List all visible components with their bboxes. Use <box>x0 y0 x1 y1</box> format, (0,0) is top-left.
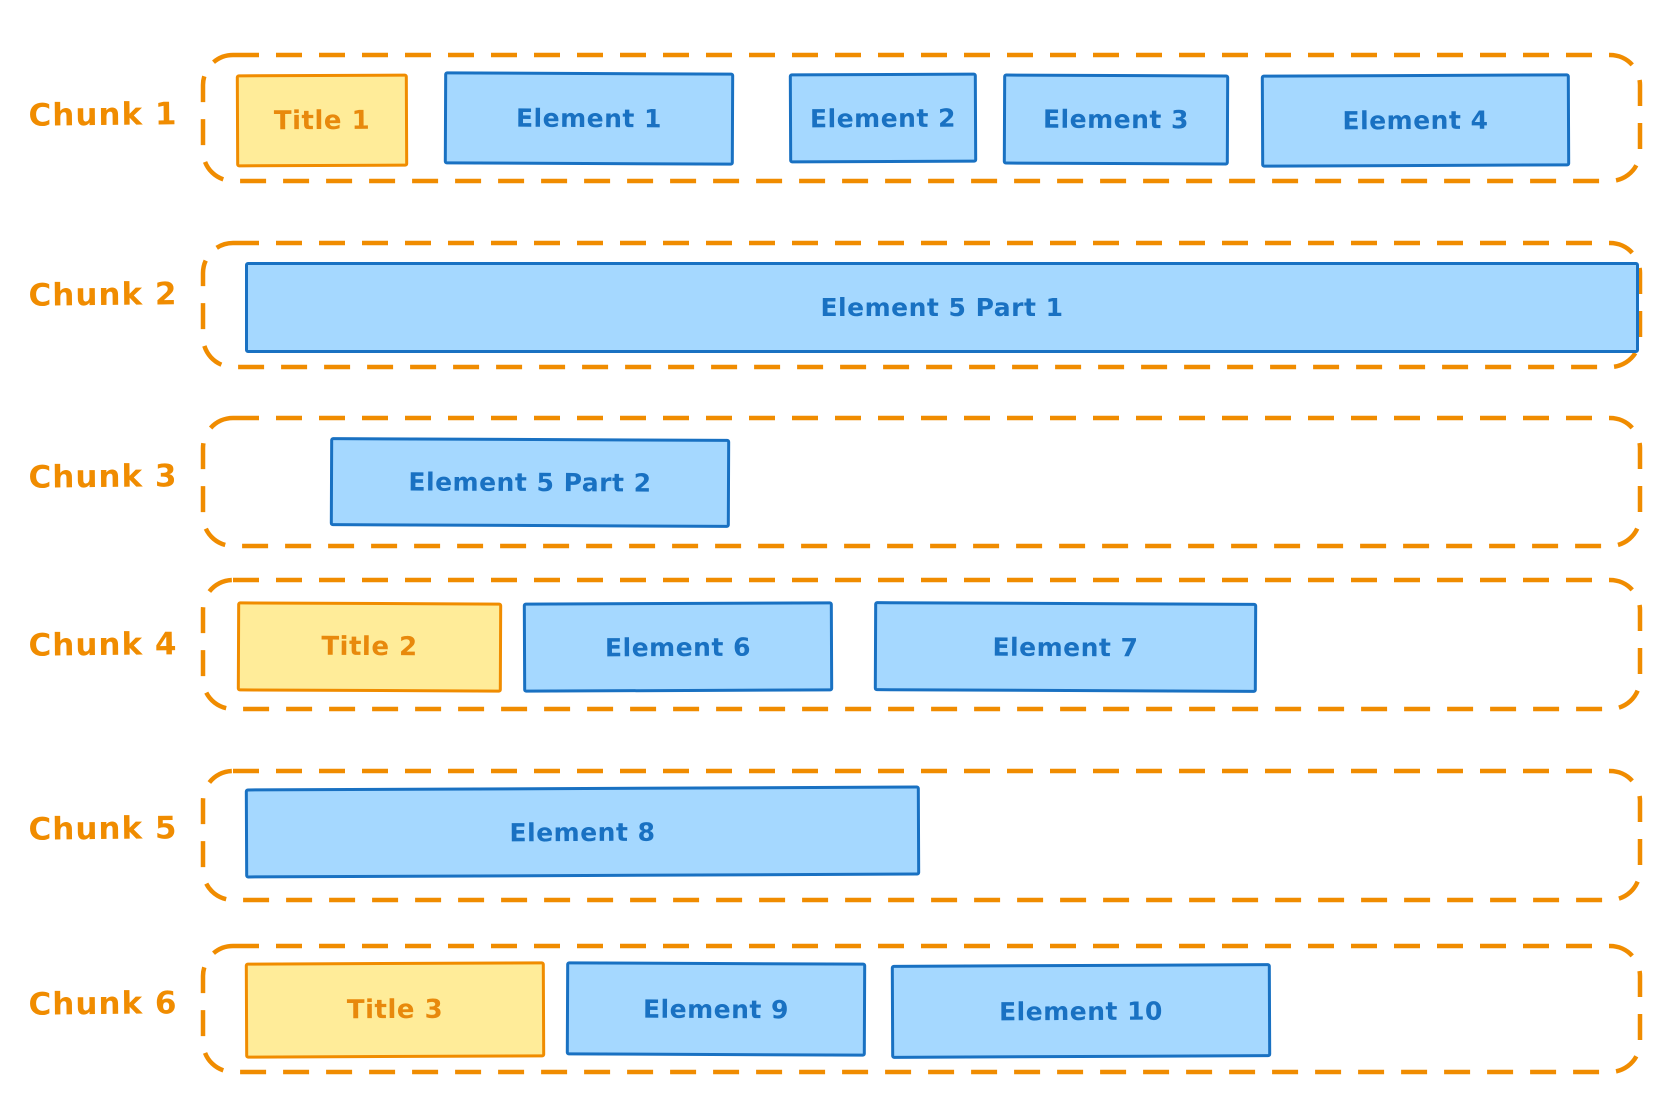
chunk-4-label: Chunk 4 <box>28 626 178 664</box>
element-box-label: Element 5 Part 2 <box>408 467 652 498</box>
element-box: Element 10 <box>890 963 1272 1059</box>
title-box: Title 1 <box>235 73 409 168</box>
element-box-label: Element 3 <box>1042 104 1190 135</box>
title-box: Title 3 <box>244 961 546 1059</box>
element-box-label: Element 5 Part 1 <box>820 293 1064 322</box>
element-box: Element 5 Part 2 <box>329 437 731 528</box>
element-box: Element 4 <box>1260 73 1571 168</box>
element-box: Element 1 <box>443 71 735 166</box>
chunk-4-dashed-border <box>200 577 1643 712</box>
chunk-6-container: Title 3 Element 9 Element 10 <box>200 943 1643 1075</box>
element-box-label: Element 10 <box>999 996 1163 1026</box>
chunk-5-dashed-border <box>200 768 1643 903</box>
chunk-1-dashed-border <box>200 52 1643 184</box>
element-box: Element 3 <box>1002 73 1230 166</box>
element-box-label: Element 9 <box>642 994 790 1024</box>
chunk-3-dashed-border <box>200 415 1643 549</box>
element-box-label: Element 6 <box>604 632 752 662</box>
chunk-1-label: Chunk 1 <box>28 96 178 134</box>
chunk-6-label: Chunk 6 <box>28 985 178 1023</box>
element-box-label: Element 8 <box>509 817 656 847</box>
title-box-label: Title 2 <box>321 631 418 663</box>
title-box: Title 2 <box>236 601 503 693</box>
element-box: Element 8 <box>244 785 921 879</box>
chunk-3-container: Element 5 Part 2 <box>200 415 1643 549</box>
element-box: Element 9 <box>565 961 867 1057</box>
chunk-5-container: Element 8 <box>200 768 1643 903</box>
element-box-label: Element 1 <box>515 103 663 134</box>
chunk-4-container: Title 2 Element 6 Element 7 <box>200 577 1643 712</box>
element-box-label: Element 7 <box>992 632 1139 662</box>
title-box-label: Title 3 <box>346 994 444 1026</box>
chunk-2-container: Element 5 Part 1 <box>200 240 1643 370</box>
element-box-label: Element 4 <box>1342 105 1489 136</box>
element-box: Element 6 <box>522 601 834 693</box>
chunk-3-label: Chunk 3 <box>28 458 178 496</box>
chunk-2-dashed-border <box>200 240 1643 370</box>
element-box: Element 5 Part 1 <box>245 262 1639 353</box>
chunk-6-dashed-border <box>200 943 1643 1075</box>
element-box-label: Element 2 <box>809 103 957 133</box>
chunk-5-label: Chunk 5 <box>28 810 178 848</box>
chunk-2-label: Chunk 2 <box>28 276 178 314</box>
element-box: Element 7 <box>873 601 1258 693</box>
title-box-label: Title 1 <box>273 105 371 136</box>
chunk-1-container: Title 1 Element 1 Element 2 Element 3 El… <box>200 52 1643 184</box>
element-box: Element 2 <box>788 72 978 164</box>
